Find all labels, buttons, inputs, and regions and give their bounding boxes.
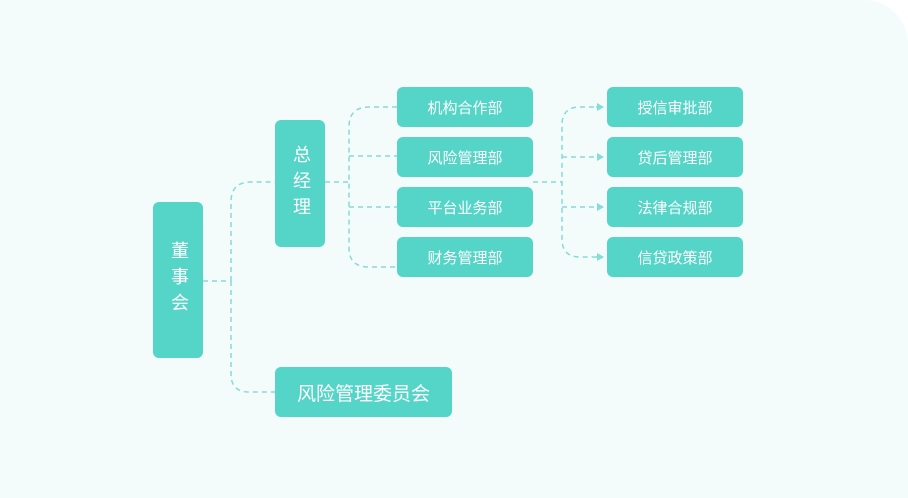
department-node: 平台业务部 [397,187,533,227]
sub-department-node: 授信审批部 [607,87,743,127]
gm-connector [230,181,275,281]
department-node: 风险管理部 [397,137,533,177]
committee-connector [230,281,275,393]
dept-spine-top [348,106,397,268]
board-node: 董事会 [153,202,203,358]
department-node: 机构合作部 [397,87,533,127]
general-manager-node: 总经理 [275,120,325,247]
risk-committee-node: 风险管理委员会 [275,367,452,417]
sub-spine [561,106,603,258]
sub-department-node: 信贷政策部 [607,237,743,277]
sub-department-node: 贷后管理部 [607,137,743,177]
sub-department-node: 法律合规部 [607,187,743,227]
department-node: 财务管理部 [397,237,533,277]
